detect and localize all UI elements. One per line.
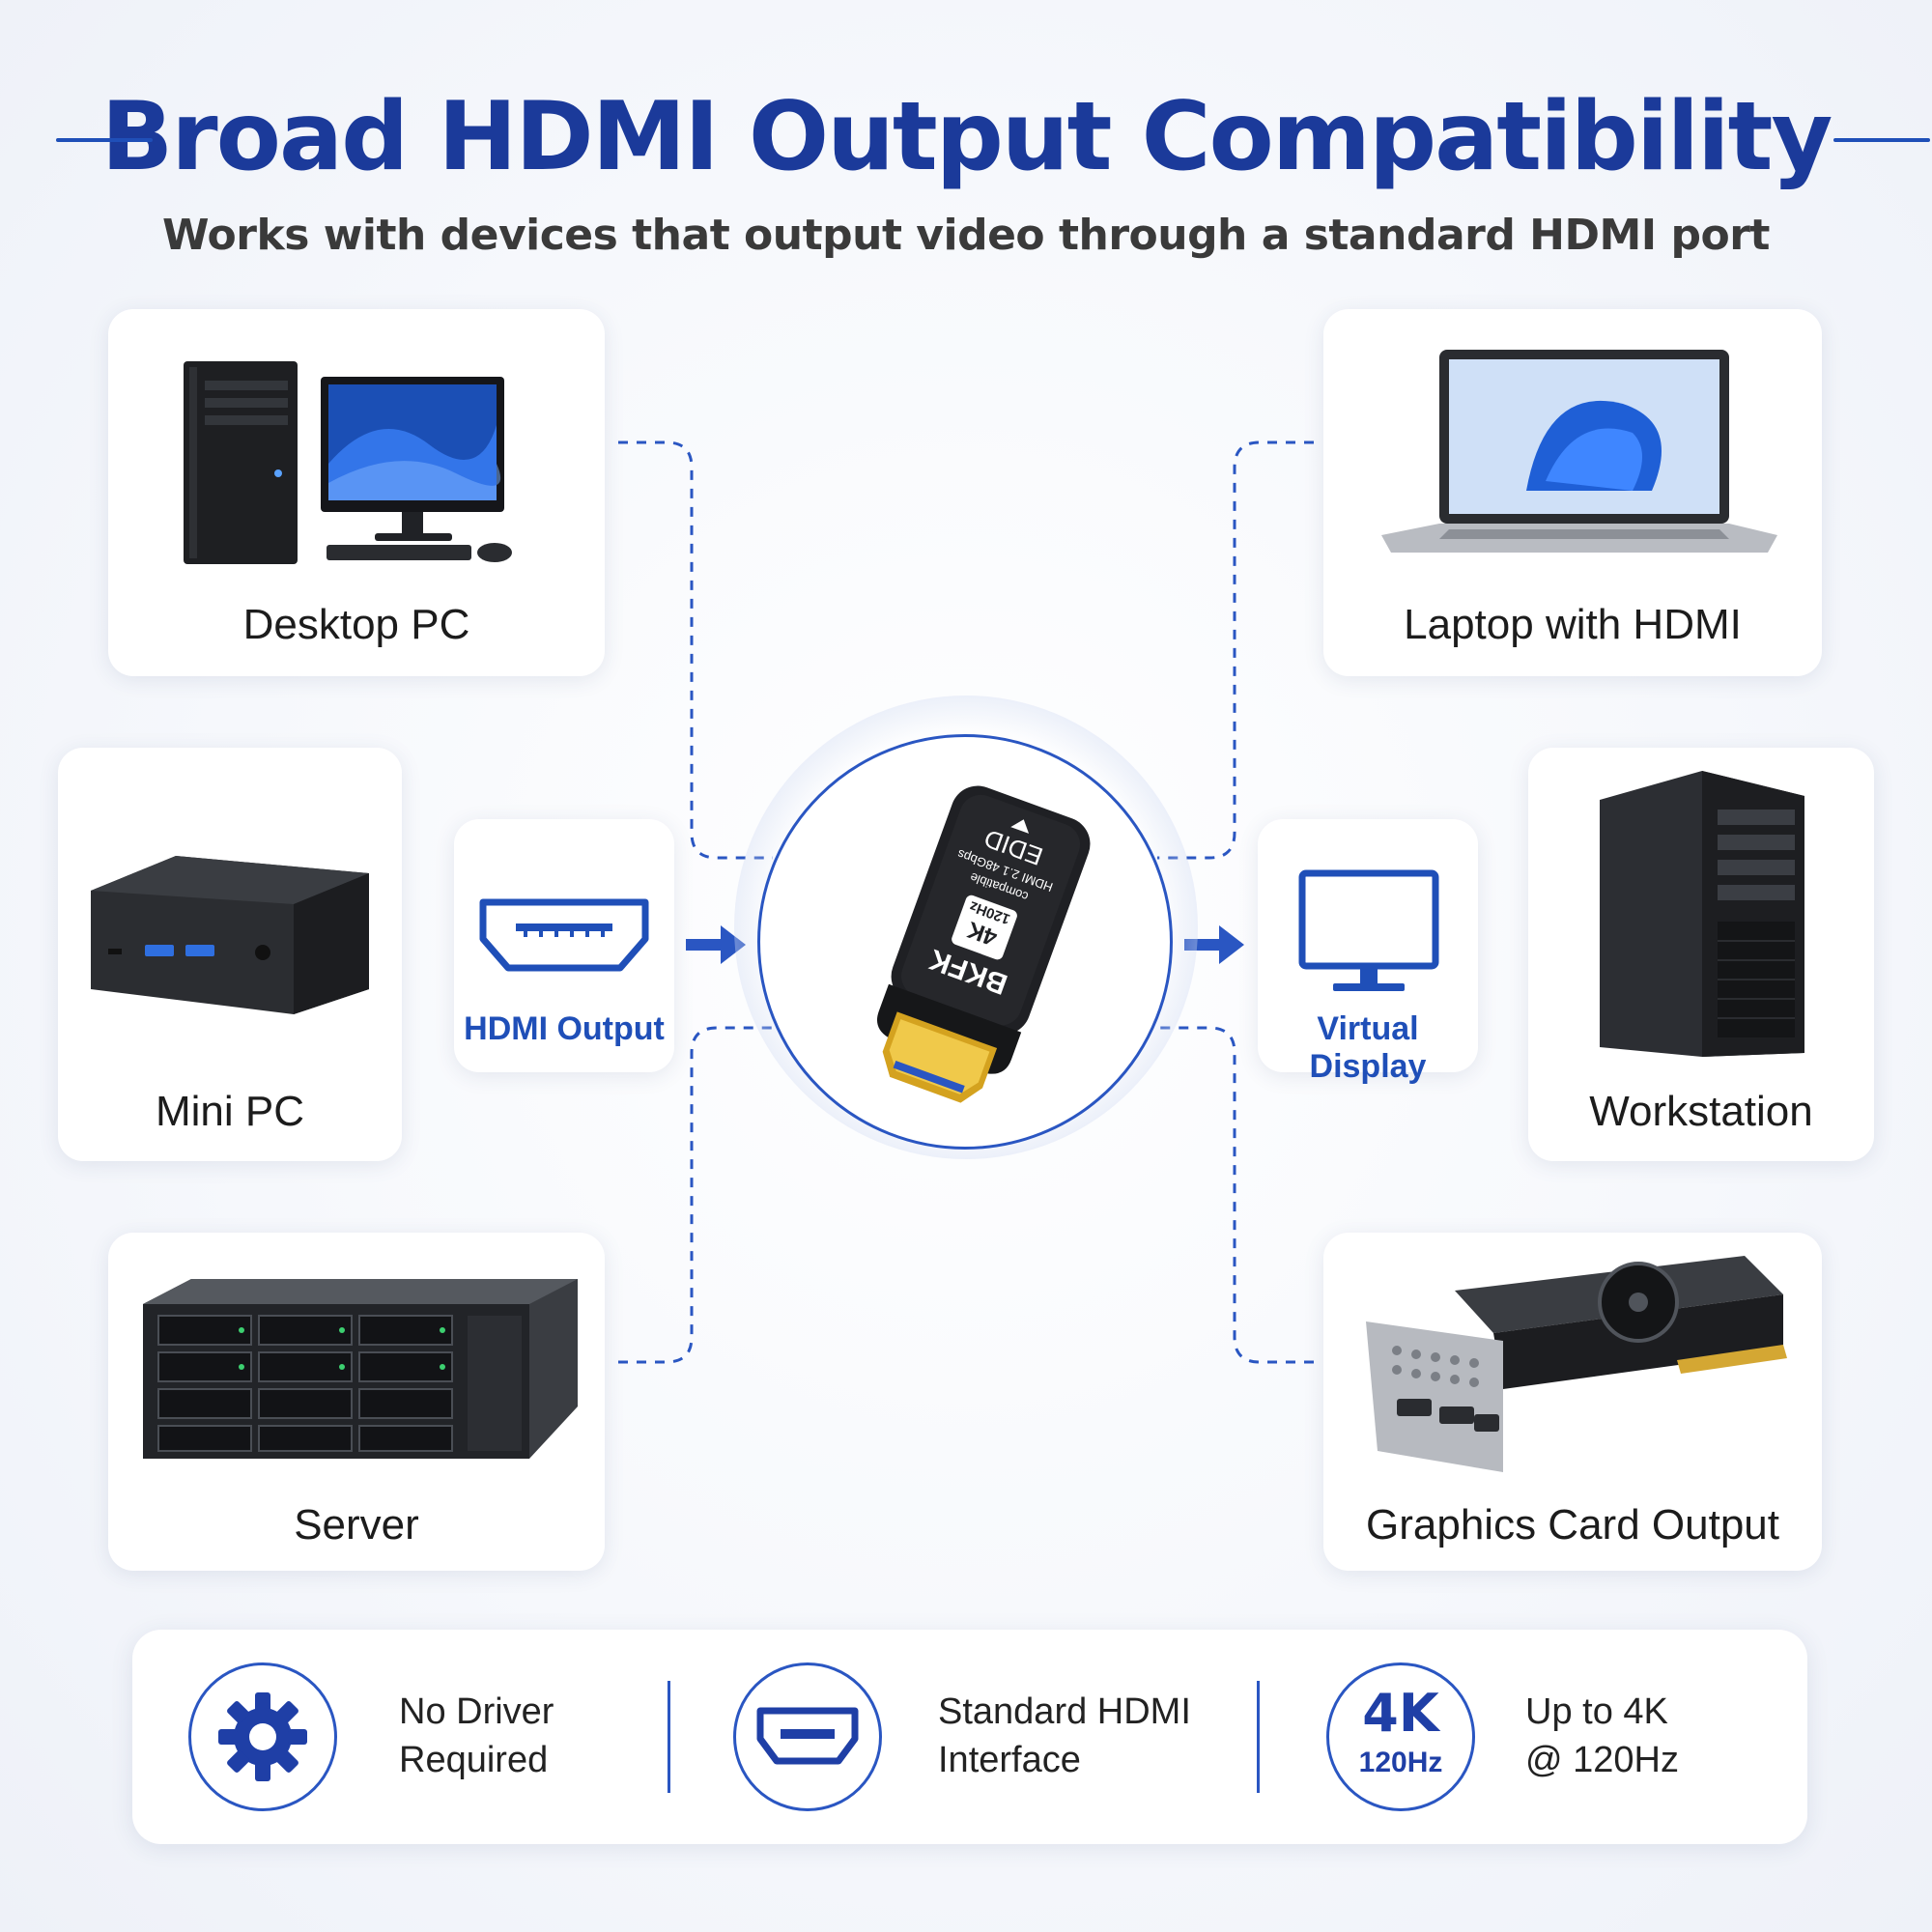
page-subtitle: Works with devices that output video thr… <box>162 211 1770 260</box>
arrow-right-icon <box>686 925 746 964</box>
device-label-mini-pc: Mini PC <box>155 1088 305 1135</box>
device-label-graphics-card: Graphics Card Output <box>1366 1501 1779 1548</box>
feature-bar: No Driver Required Standard HDMI Interfa… <box>132 1630 1807 1844</box>
gear-icon <box>218 1692 307 1781</box>
connector-server <box>618 1026 773 1364</box>
flow-card-hdmi-output: HDMI Output <box>454 819 674 1072</box>
connector-desktop <box>618 440 773 860</box>
device-card-server: Server <box>108 1233 605 1571</box>
device-card-mini-pc: Mini PC <box>58 748 402 1161</box>
feature-line: Required <box>399 1740 549 1780</box>
device-card-workstation: Workstation <box>1528 748 1874 1161</box>
badge-120hz: 120Hz <box>1358 1747 1443 1778</box>
title-rule-right <box>1833 138 1930 142</box>
device-label-server: Server <box>294 1501 419 1548</box>
feature-circle-4k: 4K 120Hz <box>1326 1662 1475 1811</box>
graphics-card-icon <box>1366 1256 1787 1472</box>
feature-divider <box>1257 1681 1260 1793</box>
mini-pc-icon <box>91 856 369 1014</box>
hdmi-dummy-plug-icon: BKFK 4K 120Hz compatible HDMI 2.1 48Gbps… <box>877 785 1091 1103</box>
feature-line: Standard HDMI <box>938 1691 1191 1732</box>
device-label-laptop: Laptop with HDMI <box>1404 601 1742 648</box>
feature-line: @ 120Hz <box>1525 1740 1679 1780</box>
feature-circle-no-driver <box>188 1662 337 1811</box>
feature-text-standard-hdmi: Standard HDMI Interface <box>938 1688 1191 1784</box>
feature-circle-standard-hdmi <box>733 1662 882 1811</box>
laptop-icon <box>1381 350 1777 553</box>
device-card-desktop-pc: Desktop PC <box>108 309 605 676</box>
desktop-pc-icon <box>184 361 512 564</box>
monitor-icon <box>1298 869 1439 991</box>
page-title: Broad HDMI Output Compatibility <box>100 82 1833 192</box>
connector-gpu <box>1157 1026 1314 1364</box>
feature-line: Up to 4K <box>1525 1691 1668 1732</box>
feature-divider <box>668 1681 670 1793</box>
feature-text-no-driver: No Driver Required <box>399 1688 554 1784</box>
flow-card-virtual-display: Virtual Display <box>1258 819 1478 1085</box>
device-card-graphics-card: Graphics Card Output <box>1323 1233 1822 1571</box>
feature-line: Interface <box>938 1740 1081 1780</box>
connector-laptop <box>1157 440 1314 860</box>
feature-line: No Driver <box>399 1691 554 1732</box>
server-icon <box>143 1279 578 1459</box>
device-label-workstation: Workstation <box>1589 1088 1813 1135</box>
hdmi-port-icon <box>756 1707 859 1765</box>
feature-text-4k: Up to 4K @ 120Hz <box>1525 1688 1679 1784</box>
product-circle: BKFK 4K 120Hz compatible HDMI 2.1 48Gbps… <box>757 734 1173 1150</box>
workstation-icon <box>1600 771 1804 1057</box>
flow-label-virtual-display: Virtual Display <box>1309 1010 1427 1085</box>
badge-4k: 4K <box>1362 1683 1439 1744</box>
title-rule-left <box>56 138 153 142</box>
device-card-laptop: Laptop with HDMI <box>1323 309 1822 676</box>
device-label-desktop-pc: Desktop PC <box>242 601 470 648</box>
hdmi-port-icon <box>479 898 649 972</box>
flow-label-hdmi-output: HDMI Output <box>464 1010 665 1047</box>
